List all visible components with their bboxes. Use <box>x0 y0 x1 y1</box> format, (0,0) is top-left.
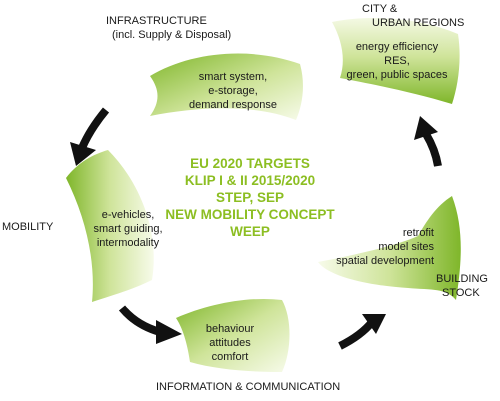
arrow-up-icon <box>414 116 442 167</box>
sector-subtitle-building: STOCK <box>442 287 480 299</box>
arrow-down-right-icon <box>118 305 182 344</box>
leaf-item: attitudes <box>209 337 251 349</box>
leaf-item: spatial development <box>336 255 434 267</box>
leaf-item: behaviour <box>205 323 255 335</box>
sector-subtitle-city: URBAN REGIONS <box>372 17 465 29</box>
center-line-3: STEP, SEP <box>215 190 285 205</box>
sector-title-infrastructure: INFRASTRUCTURE <box>106 15 207 27</box>
leaf-item: demand response <box>188 99 278 111</box>
center-line-5: WEEP <box>230 224 270 239</box>
leaf-mobility <box>66 150 154 302</box>
sector-title-city: CITY & <box>362 3 398 15</box>
leaf-building <box>318 196 461 300</box>
arrow-down-left-icon <box>70 107 110 166</box>
leaf-infrastructure <box>150 53 303 121</box>
arrow-up-right-icon <box>338 314 386 350</box>
leaf-item: smart system, <box>198 71 268 83</box>
leaf-item: energy efficiency <box>355 41 439 53</box>
sector-title-mobility: MOBILITY <box>2 221 54 233</box>
center-line-1: EU 2020 TARGETS <box>190 156 310 171</box>
sector-title-building: BUILDING <box>436 273 488 285</box>
center-line-2: KLIP I & II 2015/2020 <box>184 173 316 188</box>
leaf-item: retrofit <box>402 227 434 239</box>
leaf-item: RES, <box>384 55 410 67</box>
leaf-item: green, public spaces <box>346 69 448 81</box>
leaf-item: e-storage, <box>208 85 258 97</box>
sector-title-information: INFORMATION & COMMUNICATION <box>156 381 341 393</box>
leaf-item: smart guiding, <box>93 223 163 235</box>
leaf-item: model sites <box>378 241 434 253</box>
leaf-information <box>176 298 290 372</box>
leaf-item: comfort <box>211 351 249 363</box>
leaf-item: intermodality <box>96 237 160 249</box>
leaf-city <box>332 18 460 104</box>
center-line-4: NEW MOBILITY CONCEPT <box>165 207 335 222</box>
leaf-item: e-vehicles, <box>101 209 155 221</box>
sector-subtitle-infrastructure: (incl. Supply & Disposal) <box>112 29 232 41</box>
